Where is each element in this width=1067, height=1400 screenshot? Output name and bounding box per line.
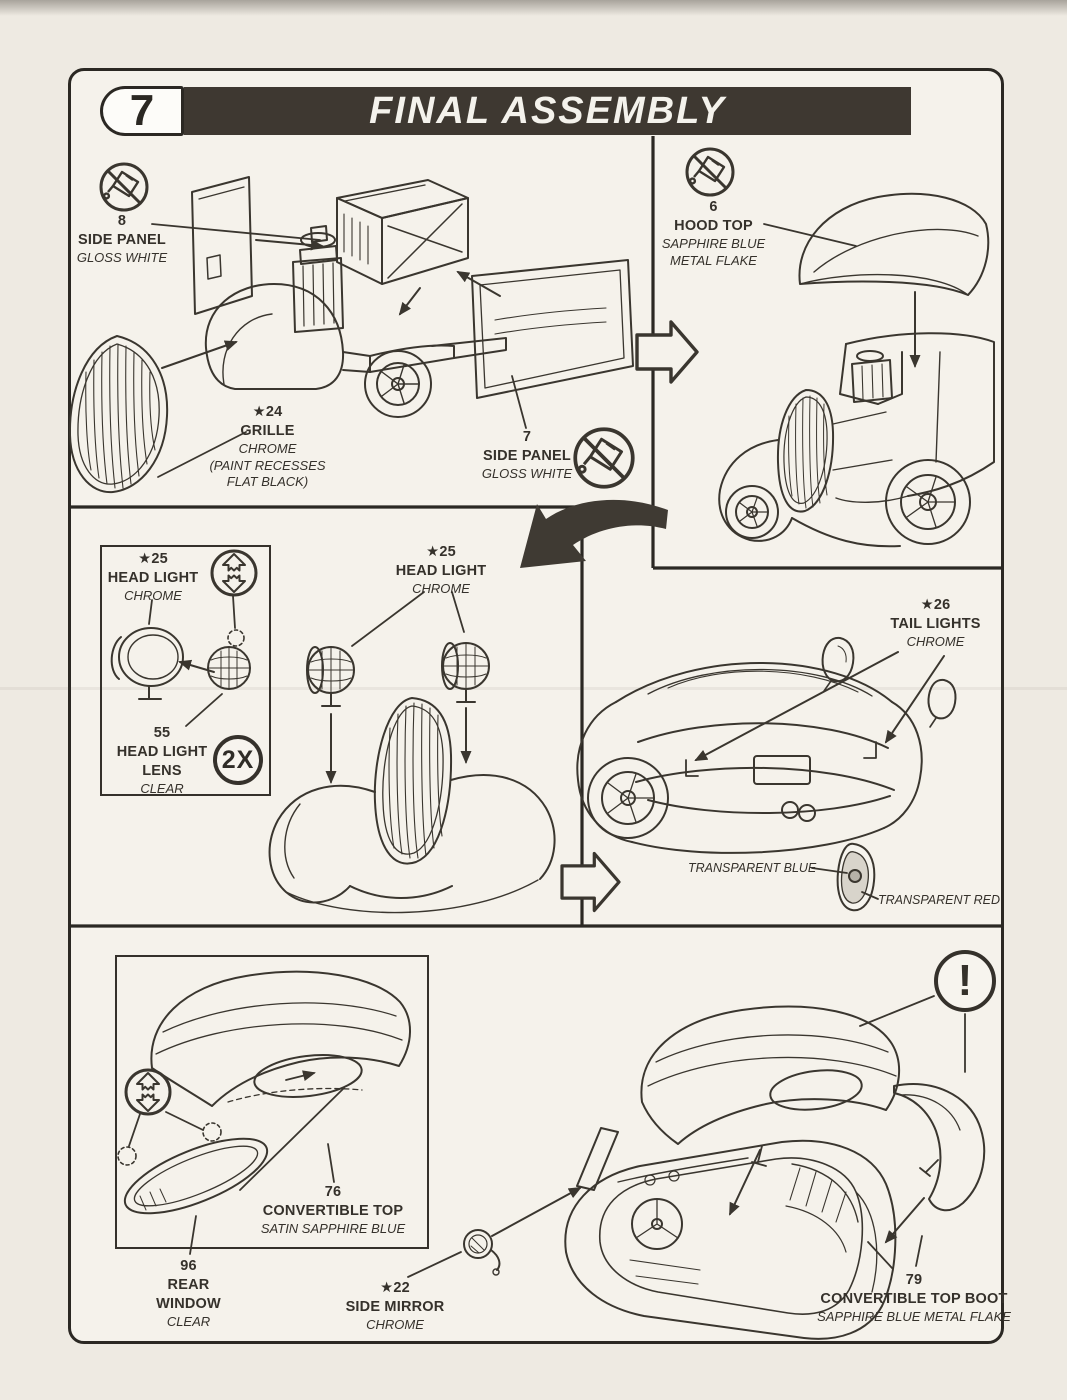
- part-label-side-panel-8: 8 SIDE PANEL GLOSS WHITE: [52, 212, 192, 267]
- scan-shadow: [0, 0, 1067, 16]
- part-finish: METAL FLAKE: [670, 252, 757, 268]
- part-name: CONVERTIBLE TOP BOOT: [820, 1290, 1008, 1307]
- part-name: HEAD LIGHT: [116, 743, 208, 760]
- part-number: 7: [522, 429, 532, 445]
- part-name: HEAD LIGHT: [107, 569, 199, 586]
- part-name: SIDE PANEL: [483, 447, 571, 464]
- part-number: 6: [709, 199, 718, 215]
- part-finish: SAPPHIRE BLUE METAL FLAKE: [817, 1308, 1011, 1324]
- part-name: WINDOW: [156, 1295, 221, 1312]
- part-label-rear-window-96: 96 REAR WINDOW CLEAR: [131, 1257, 246, 1330]
- part-finish: CHROME: [412, 580, 470, 596]
- convertible-top-detail-box: [115, 955, 429, 1249]
- convertible-top-illustration: [117, 970, 986, 1340]
- flow-arrow-right-mid-icon: [560, 851, 621, 913]
- step-number-box: 7: [100, 86, 184, 136]
- headlight-detail-box: [100, 545, 271, 796]
- part-label-side-mirror-22: ★22 SIDE MIRROR CHROME: [330, 1279, 460, 1334]
- caution-icon: !: [934, 950, 996, 1012]
- no-glue-icon: [99, 162, 149, 212]
- part-number: 76: [324, 1184, 342, 1200]
- part-number: ★24: [252, 404, 283, 420]
- part-name: LENS: [142, 762, 182, 779]
- no-glue-icon: [685, 147, 735, 197]
- part-name: REAR: [167, 1276, 210, 1293]
- quantity-2x-label: 2X: [221, 745, 255, 774]
- part-finish: CLEAR: [140, 780, 184, 796]
- part-label-grille-24: ★24 GRILLE CHROME (PAINT RECESSES FLAT B…: [185, 403, 350, 491]
- part-number: 8: [117, 213, 127, 229]
- part-name: SIDE MIRROR: [345, 1298, 445, 1315]
- transparent-red-label: TRANSPARENT RED: [878, 893, 1001, 907]
- caution-mark: !: [957, 956, 973, 1005]
- part-label-head-light-25-inset: ★25 HEAD LIGHT CHROME: [97, 550, 209, 605]
- part-note: FLAT BLACK): [226, 474, 309, 490]
- step-number: 7: [129, 86, 155, 135]
- part-finish: SATIN SAPPHIRE BLUE: [260, 1220, 406, 1236]
- part-finish: CHROME: [124, 587, 182, 603]
- part-label-hood-top-6: 6 HOOD TOP SAPPHIRE BLUE METAL FLAKE: [636, 198, 791, 269]
- part-number: 96: [180, 1258, 197, 1274]
- part-finish: SAPPHIRE BLUE: [661, 235, 766, 251]
- part-number: ★25: [426, 544, 456, 560]
- part-label-side-panel-7: 7 SIDE PANEL GLOSS WHITE: [458, 428, 596, 483]
- part-label-head-light-25-main: ★25 HEAD LIGHT CHROME: [380, 543, 502, 598]
- part-name: TAIL LIGHTS: [890, 615, 981, 632]
- part-name: HOOD TOP: [674, 217, 753, 234]
- part-number: 55: [153, 725, 171, 741]
- part-number: ★25: [138, 551, 168, 567]
- part-name: CONVERTIBLE TOP: [262, 1202, 404, 1219]
- taillight-illustration: [576, 636, 957, 912]
- part-name: SIDE PANEL: [78, 231, 166, 248]
- part-finish: CHROME: [366, 1316, 424, 1332]
- part-finish: CLEAR: [166, 1313, 211, 1329]
- flow-arrow-curved-icon: [520, 499, 668, 568]
- part-number: 79: [905, 1272, 923, 1288]
- part-finish: CHROME: [906, 633, 965, 649]
- paper-crease: [0, 687, 1067, 690]
- chassis-illustration: [68, 176, 634, 494]
- transparent-blue-label: TRANSPARENT BLUE: [688, 861, 817, 875]
- part-note: (PAINT RECESSES: [209, 457, 326, 473]
- quantity-2x-badge: 2X: [213, 735, 263, 785]
- title-bar: FINAL ASSEMBLY: [184, 87, 911, 135]
- part-name: HEAD LIGHT: [395, 562, 487, 579]
- part-finish: CHROME: [238, 440, 297, 456]
- part-finish: GLOSS WHITE: [481, 465, 573, 481]
- headlight-illustration: [110, 591, 556, 914]
- part-finish: GLOSS WHITE: [76, 249, 168, 265]
- flow-arrow-right-top-icon: [635, 320, 699, 384]
- part-label-tail-lights-26: ★26 TAIL LIGHTS CHROME: [868, 596, 1003, 651]
- part-label-convertible-top-76: 76 CONVERTIBLE TOP SATIN SAPPHIRE BLUE: [243, 1183, 423, 1238]
- part-number: ★26: [920, 597, 951, 613]
- page-title: FINAL ASSEMBLY: [369, 89, 726, 132]
- part-name: GRILLE: [240, 422, 295, 439]
- part-number: ★22: [380, 1280, 410, 1296]
- hood-top-illustration: [718, 192, 995, 548]
- part-label-head-light-lens-55: 55 HEAD LIGHT LENS CLEAR: [107, 724, 217, 797]
- part-label-convertible-top-boot-79: 79 CONVERTIBLE TOP BOOT SAPPHIRE BLUE ME…: [788, 1271, 1040, 1326]
